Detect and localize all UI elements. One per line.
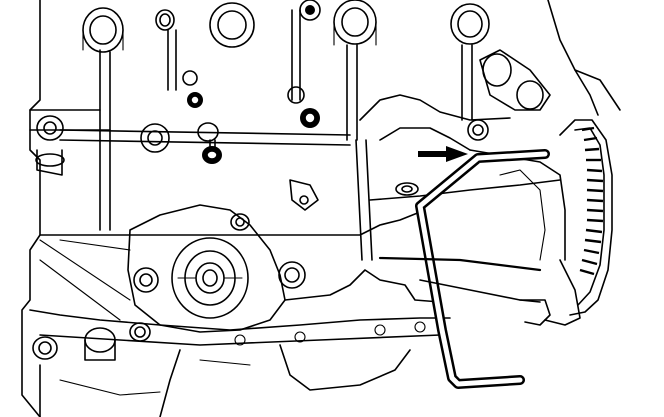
bore-4 [450, 3, 490, 45]
cylinder-head-bores [82, 0, 490, 53]
small-bracket [289, 179, 319, 211]
small-washer [395, 182, 419, 196]
injector-2 [197, 122, 222, 164]
injector-3 [287, 86, 320, 128]
fittings [35, 49, 551, 211]
flywheel [519, 119, 613, 326]
upper-stud [299, 0, 321, 21]
side-port [467, 119, 489, 141]
ring-gear-teeth [579, 126, 604, 276]
front-cover [39, 204, 441, 333]
engine-block-outline [21, 0, 621, 417]
pipe-fitting [479, 49, 551, 111]
locking-tool [378, 149, 550, 389]
left-boss-2 [140, 123, 170, 153]
injector-1 [182, 70, 203, 108]
bore-2 [209, 2, 255, 48]
left-boss [35, 115, 65, 176]
lower-flange [29, 309, 451, 417]
small-bore [155, 9, 175, 31]
crankshaft-pulley [171, 237, 249, 319]
bore-1 [82, 7, 124, 53]
bore-3 [333, 0, 377, 46]
oil-rails [59, 9, 473, 261]
arrow-right-icon [418, 146, 468, 162]
